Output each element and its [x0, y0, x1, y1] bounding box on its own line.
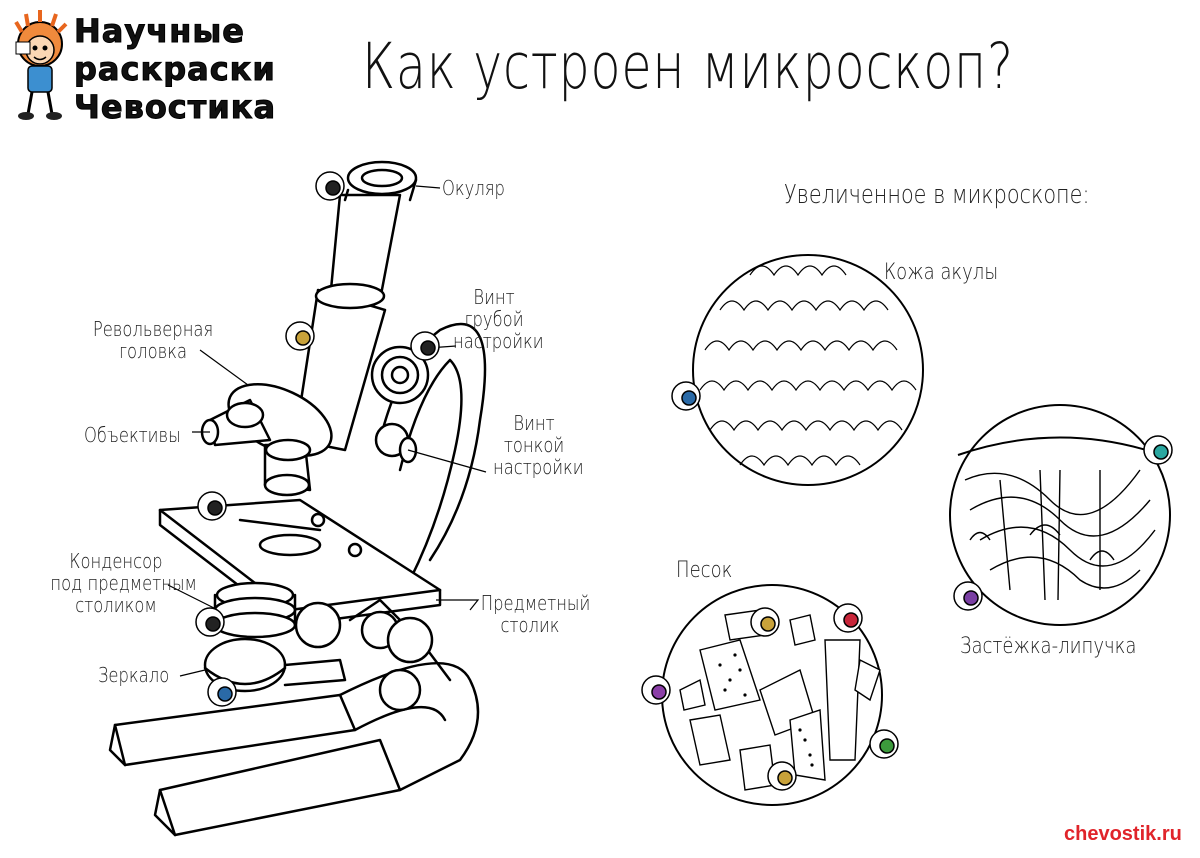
- marker-sand-1: [750, 607, 780, 637]
- label-revolver-line-1: Револьверная: [92, 317, 214, 341]
- marker-mirror: [207, 677, 237, 707]
- label-condenser-line-2: под предметным: [50, 571, 197, 595]
- subtitle: Увеличенное в микроскопе:: [784, 180, 1090, 210]
- microscope-screws: [370, 345, 430, 464]
- label-coarse-screw-line-3: настройки: [453, 329, 544, 353]
- sand-sample: [661, 584, 883, 806]
- microscope-stage: [158, 498, 442, 627]
- chevostik-mascot-icon: [14, 10, 68, 120]
- marker-eyepiece: [315, 171, 345, 201]
- marker-condenser: [195, 607, 225, 637]
- label-fine-screw-line-1: Винт: [513, 411, 555, 435]
- page-title: Как устроен микроскоп?: [362, 30, 1014, 103]
- marker-coarse: [410, 331, 440, 361]
- marker-velcro-top: [1143, 435, 1173, 465]
- label-shark-skin: Кожа акулы: [884, 260, 999, 285]
- label-revolver-line-2: головка: [118, 339, 188, 363]
- label-objectives: Объективы: [84, 423, 181, 447]
- marker-tube: [285, 321, 315, 351]
- label-condenser-line-3: столиком: [75, 593, 157, 617]
- logo-line-1: Научные: [74, 12, 245, 51]
- logo-line-2: раскраски: [74, 50, 276, 89]
- label-mirror: Зеркало: [98, 663, 170, 687]
- color-markers: [195, 171, 1173, 791]
- marker-sand-4: [869, 729, 899, 759]
- label-condenser: Конденсор под предметным столиком: [50, 549, 197, 617]
- microscope-revolver: [200, 382, 333, 497]
- marker-shark: [671, 381, 701, 411]
- label-eyepiece: Окуляр: [442, 176, 505, 200]
- label-fine-screw-line-3: настройки: [493, 455, 584, 479]
- shark-skin-sample: [692, 254, 924, 486]
- label-stage: Предметный столик: [480, 591, 591, 637]
- label-coarse-screw: Винт грубой настройки: [453, 285, 544, 353]
- marker-sand-3: [641, 675, 671, 705]
- logo-line-3: Чевостика: [73, 88, 277, 127]
- label-coarse-screw-line-1: Винт: [473, 285, 515, 309]
- label-velcro: Застёжка-липучка: [960, 634, 1137, 659]
- site-link[interactable]: chevostik.ru: [1064, 823, 1182, 845]
- marker-velcro-bottom: [953, 581, 983, 611]
- label-sand: Песок: [676, 558, 733, 583]
- label-fine-screw: Винт тонкой настройки: [493, 411, 584, 479]
- marker-sand-5: [767, 761, 797, 791]
- label-revolver: Револьверная головка: [92, 318, 215, 362]
- logo: Научные раскраски Чевостика: [6, 4, 296, 127]
- label-fine-screw-line-2: тонкой: [503, 433, 565, 457]
- label-stage-line-2: столик: [500, 613, 560, 637]
- marker-sand-2: [833, 603, 863, 633]
- microscope-condenser: [213, 581, 434, 712]
- label-condenser-line-1: Конденсор: [69, 549, 163, 573]
- marker-stage: [197, 491, 227, 521]
- label-coarse-screw-line-2: грубой: [464, 307, 524, 331]
- velcro-sample: [949, 404, 1171, 626]
- microscope-base: [108, 662, 480, 837]
- label-stage-line-1: Предметный: [480, 591, 591, 615]
